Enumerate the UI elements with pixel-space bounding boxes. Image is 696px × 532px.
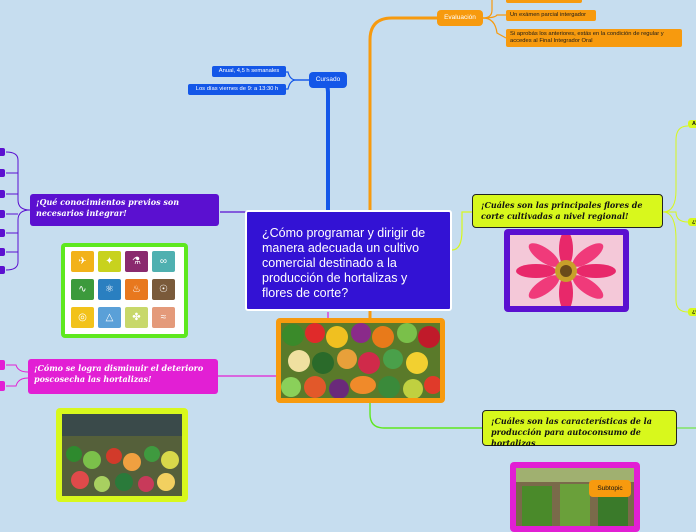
conocimientos-node[interactable]: ¡Qué conocimientos previos son necesario… — [30, 194, 219, 226]
cursado-leaf-anual[interactable]: Anual, 4,5 h semanales — [212, 66, 286, 77]
compass-icon: △ — [98, 307, 121, 328]
conocimientos-label: ¡Qué conocimientos previos son necesario… — [36, 197, 180, 218]
central-topic[interactable]: ¿Cómo programar y dirigir de manera adec… — [245, 210, 452, 311]
subtopic-label: Subtopic — [597, 485, 623, 492]
autoconsumo-node[interactable]: ¡Cuáles son las características de la pr… — [482, 410, 677, 448]
molecule-icon: ✤ — [125, 307, 148, 328]
flores-node[interactable]: ¡Cuáles son las principales flores de co… — [472, 194, 663, 228]
brain-icon: ☉ — [152, 279, 175, 300]
conocimientos-child-4[interactable] — [0, 210, 5, 218]
evaluacion-leaf-final-text: Si aprobás los anteriores, estás en la c… — [510, 31, 664, 44]
cursado-leaf-dias-text: Los días viernes de 9: a 13:30 h — [195, 86, 279, 92]
evaluacion-node[interactable]: Evaluación — [437, 10, 483, 26]
deterioro-node[interactable]: ¡Cómo se logra disminuir el deterioro po… — [28, 359, 218, 394]
evaluacion-leaf-parcial-text: Un exámen parcial intergador — [510, 12, 587, 18]
evaluacion-label: Evaluación — [444, 14, 476, 21]
science-icons-image: ✈ ✦ ⚗ ∞ ∿ ⚛ ♨ ☉ ◎ △ ✤ ≈ — [61, 243, 188, 338]
flask-icon: ⚗ — [125, 251, 148, 272]
flores-child-3-text: ¿C — [692, 309, 696, 315]
cursado-node[interactable]: Cursado — [309, 72, 347, 88]
flores-label: ¡Cuáles son las principales flores de co… — [481, 200, 643, 221]
fire-icon: ♨ — [125, 279, 148, 300]
autoconsumo-label: ¡Cuáles son las características de la pr… — [491, 416, 652, 448]
cursado-leaf-anual-text: Anual, 4,5 h semanales — [218, 68, 280, 74]
central-topic-text: ¿Cómo programar y dirigir de manera adec… — [262, 226, 426, 300]
conocimientos-child-3[interactable] — [0, 190, 5, 198]
deterioro-child-1[interactable] — [0, 360, 5, 370]
evaluacion-leaf-final[interactable]: Si aprobás los anteriores, estás en la c… — [506, 29, 682, 47]
evaluacion-leaf-top[interactable] — [506, 0, 582, 3]
atom-icon: ⚛ — [98, 279, 121, 300]
market-image — [56, 408, 188, 502]
deterioro-child-2[interactable] — [0, 381, 5, 391]
flores-child-3[interactable]: ¿C — [688, 308, 696, 316]
conocimientos-child-6[interactable] — [0, 248, 5, 256]
cursado-label: Cursado — [315, 76, 341, 83]
flores-child-1[interactable]: A — [688, 120, 696, 128]
flores-child-2-text: ¿C — [692, 219, 696, 225]
cursado-leaf-dias[interactable]: Los días viernes de 9: a 13:30 h — [188, 84, 286, 95]
deterioro-label: ¡Cómo se logra disminuir el deterioro po… — [34, 363, 204, 384]
formula-icon: ≈ — [152, 307, 175, 328]
conocimientos-child-5[interactable] — [0, 229, 5, 237]
evaluacion-leaf-parcial[interactable]: Un exámen parcial intergador — [506, 10, 596, 21]
conocimientos-child-1[interactable] — [0, 148, 5, 156]
glasses-icon: ∞ — [152, 251, 175, 272]
lightbulb-icon: ✦ — [98, 251, 121, 272]
conocimientos-child-2[interactable] — [0, 169, 5, 177]
gerbera-flower-image — [504, 229, 629, 312]
vegetables-image — [276, 318, 445, 403]
flores-child-1-text: A — [692, 121, 696, 127]
subtopic-node[interactable]: Subtopic — [589, 480, 631, 497]
pulse-icon: ∿ — [71, 279, 94, 300]
globe-icon: ◎ — [71, 307, 94, 328]
conocimientos-child-7[interactable] — [0, 266, 5, 274]
flores-child-2[interactable]: ¿C — [688, 218, 696, 226]
garden-image — [510, 462, 640, 532]
rocket-icon: ✈ — [71, 251, 94, 272]
